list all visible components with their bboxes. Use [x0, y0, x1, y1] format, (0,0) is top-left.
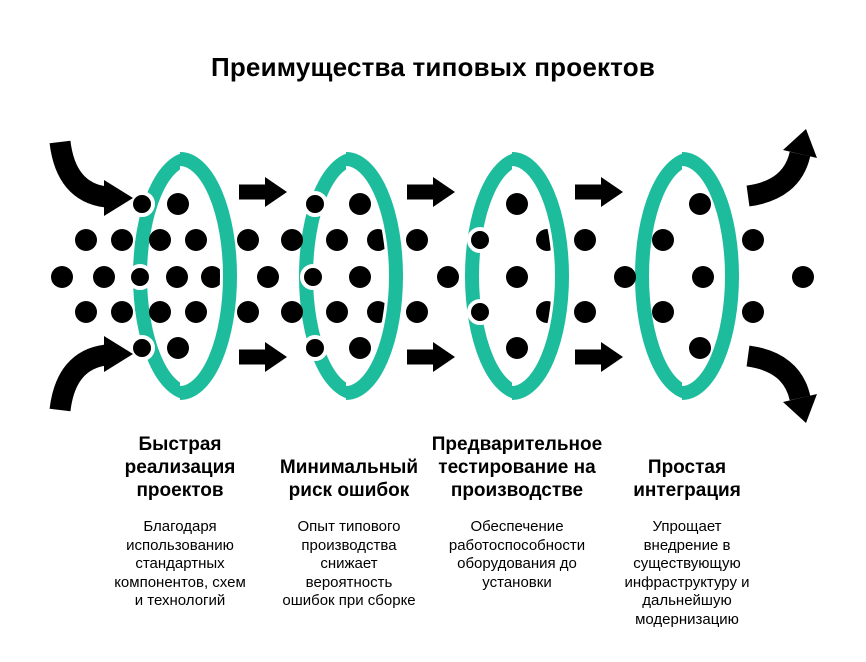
dot	[689, 337, 711, 359]
dot	[652, 301, 674, 323]
benefit-description: Опыт типового производства снижает вероя…	[282, 518, 416, 609]
dot	[75, 229, 97, 251]
dot	[437, 266, 459, 288]
dot-on-ring	[302, 335, 328, 361]
dot	[257, 266, 279, 288]
dot	[111, 229, 133, 251]
flow-arrow-right	[575, 177, 623, 207]
ring-arc-right	[179, 152, 237, 400]
dot	[281, 301, 303, 323]
ring-arc-left	[465, 152, 523, 400]
dot	[185, 301, 207, 323]
flow-arrow-right	[239, 177, 287, 207]
benefit-heading: Минимальный риск ошибок	[279, 457, 419, 501]
dot-on-ring	[302, 191, 328, 217]
dot	[506, 266, 528, 288]
flow-arrow-right	[407, 342, 455, 372]
dot	[652, 229, 674, 251]
dot	[406, 301, 428, 323]
benefit-heading: Предварительное тестирование на производ…	[431, 434, 603, 501]
flow-arrow-right	[239, 342, 287, 372]
ring-arc-left	[635, 152, 693, 400]
inflow-arrow-top-left	[49, 140, 108, 208]
dot	[111, 301, 133, 323]
outflow-arrow-top-right-head	[783, 129, 817, 158]
dot	[349, 193, 371, 215]
dot	[149, 229, 171, 251]
ring-arc-right	[681, 152, 739, 400]
flow-arrow-right	[407, 177, 455, 207]
benefit-heading-wrap: Простая интеграция	[597, 432, 777, 502]
dot	[349, 266, 371, 288]
flow-arrow-right	[575, 342, 623, 372]
dot	[51, 266, 73, 288]
dot-on-ring	[467, 227, 493, 253]
dot	[75, 301, 97, 323]
benefit-column-4: Простая интеграция Упрощает внедрение в …	[597, 432, 777, 629]
dot	[742, 229, 764, 251]
benefit-heading: Быстрая реализация проектов	[124, 434, 236, 501]
dot-on-ring	[129, 335, 155, 361]
dot	[326, 229, 348, 251]
dot	[792, 266, 814, 288]
dot	[149, 301, 171, 323]
dot	[166, 266, 188, 288]
page-title: Преимущества типовых проектов	[210, 52, 656, 82]
dot-on-ring	[467, 299, 493, 325]
dot	[326, 301, 348, 323]
dot	[167, 337, 189, 359]
benefit-column-2: Минимальный риск ошибок Опыт типового пр…	[264, 432, 434, 611]
benefit-heading: Простая интеграция	[633, 457, 741, 501]
dot	[237, 229, 259, 251]
dot	[406, 229, 428, 251]
dot	[689, 193, 711, 215]
dot	[185, 229, 207, 251]
benefit-heading-wrap: Предварительное тестирование на производ…	[412, 432, 622, 502]
dot	[692, 266, 714, 288]
dot-on-ring	[300, 264, 326, 290]
dot	[506, 337, 528, 359]
dot	[614, 266, 636, 288]
ring-arc-right	[511, 152, 569, 400]
benefit-description: Благодаря использованию стандартных комп…	[114, 518, 246, 609]
ring-arc-right	[345, 152, 403, 400]
benefit-description: Упрощает внедрение в существующую инфрас…	[624, 518, 750, 628]
dot-behind-ring	[201, 266, 223, 288]
dot	[237, 301, 259, 323]
dot	[93, 266, 115, 288]
outflow-arrow-bottom-right-head	[783, 394, 817, 423]
outflow-arrow-top-right	[746, 151, 811, 207]
dot-on-ring	[129, 191, 155, 217]
benefit-description: Обеспечение работоспособности оборудован…	[448, 518, 586, 591]
benefit-heading-wrap: Минимальный риск ошибок	[264, 432, 434, 502]
dot	[742, 301, 764, 323]
dot	[574, 229, 596, 251]
outflow-arrow-bottom-right	[746, 345, 811, 401]
inflow-arrow-bottom-left	[49, 344, 108, 412]
inflow-arrow-top-left-head	[104, 180, 133, 216]
benefit-heading-wrap: Быстрая реализация проектов	[95, 432, 265, 502]
dot	[349, 337, 371, 359]
dot	[574, 301, 596, 323]
inflow-arrow-bottom-left-head	[104, 336, 133, 372]
dot-on-ring	[127, 264, 153, 290]
benefit-column-1: Быстрая реализация проектов Благодаря ис…	[95, 432, 265, 611]
dot	[167, 193, 189, 215]
dot	[506, 193, 528, 215]
benefit-column-3: Предварительное тестирование на производ…	[412, 432, 622, 592]
dot	[281, 229, 303, 251]
